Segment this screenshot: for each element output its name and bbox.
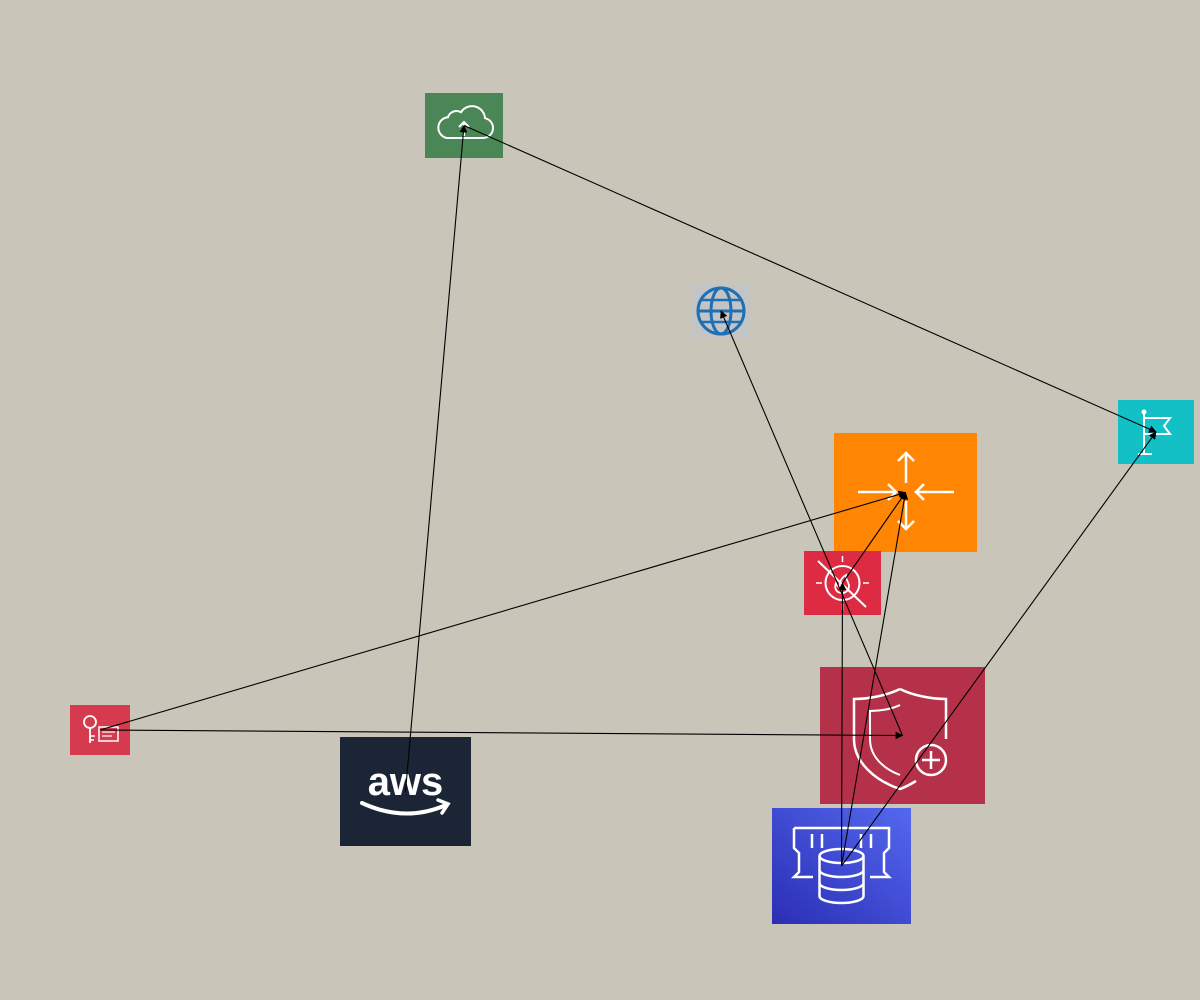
node-database[interactable]: [772, 808, 911, 924]
cloud-upload-icon: [425, 93, 503, 158]
node-router[interactable]: [834, 433, 977, 552]
aws-logo-icon: aws: [340, 737, 471, 846]
node-globe[interactable]: [692, 284, 750, 338]
node-firewall[interactable]: [804, 551, 881, 615]
memory-database-icon: [772, 808, 911, 924]
edge-aws-to-cloud: [404, 124, 468, 792]
aws-logo-text: aws: [368, 760, 444, 804]
key-certificate-icon: [70, 705, 130, 755]
node-cloud[interactable]: [425, 93, 503, 158]
shield-plus-icon: [820, 667, 985, 804]
node-shield[interactable]: [820, 667, 985, 804]
node-key[interactable]: [70, 705, 130, 755]
node-aws[interactable]: aws: [340, 737, 471, 846]
node-flag[interactable]: [1118, 400, 1194, 464]
globe-icon: [692, 284, 750, 338]
firewall-flame-icon: [804, 551, 881, 615]
arrows-converge-icon: [834, 433, 977, 552]
edge-key-to-router: [99, 490, 907, 731]
flag-icon: [1118, 400, 1194, 464]
edge-cloud-to-flag: [463, 124, 1157, 433]
edge-key-to-shield: [99, 729, 904, 740]
